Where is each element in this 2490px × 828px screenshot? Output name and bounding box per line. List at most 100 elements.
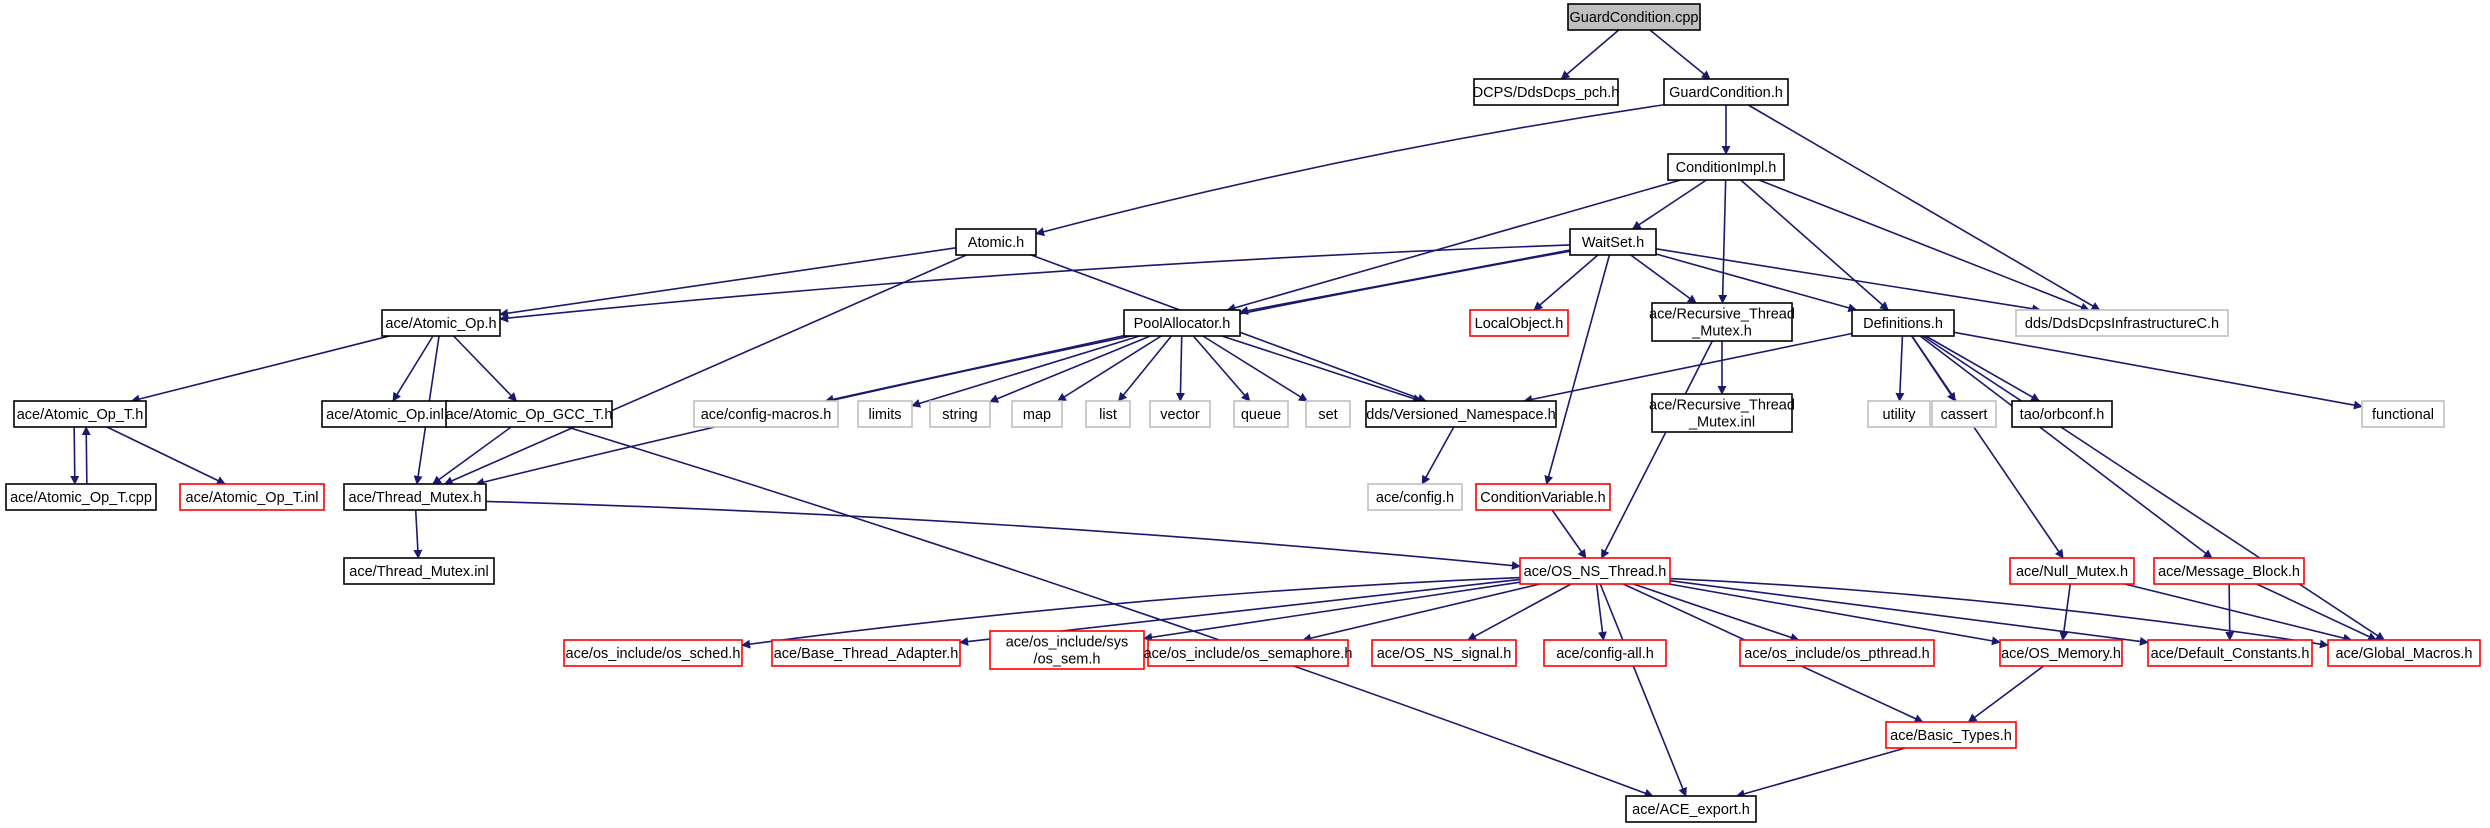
node-vector: vector — [1149, 400, 1211, 428]
node-box — [929, 400, 991, 428]
node-box — [1147, 639, 1349, 667]
node-label: ace/OS_NS_signal.h — [1377, 646, 1512, 662]
node-osnsthread[interactable]: ace/OS_NS_Thread.h — [1519, 557, 1671, 585]
node-guardh[interactable]: GuardCondition.h — [1663, 78, 1789, 106]
node-box — [2327, 639, 2481, 667]
node-box — [1469, 309, 1569, 337]
node-nullmutex[interactable]: ace/Null_Mutex.h — [2009, 557, 2135, 585]
edge-defs-to-orbconf — [1925, 335, 2041, 402]
node-root[interactable]: GuardCondition.cpp — [1567, 3, 1701, 31]
node-localobj[interactable]: LocalObject.h — [1469, 309, 1569, 337]
node-label: ace/os_include/os_pthread.h — [1744, 646, 1929, 662]
node-label: dds/DdsDcpsInfrastructureC.h — [2025, 316, 2219, 332]
node-ossemaphore[interactable]: ace/os_include/os_semaphore.h — [1144, 639, 1353, 667]
node-ossched[interactable]: ace/os_include/os_sched.h — [563, 639, 743, 667]
node-atomicoptcpp[interactable]: ace/Atomic_Op_T.cpp — [5, 483, 157, 511]
node-label: ace/Atomic_Op_T.cpp — [10, 490, 152, 506]
node-configall[interactable]: ace/config-all.h — [1543, 639, 1667, 667]
edge-msgblock-to-globalmacros — [2256, 583, 2378, 641]
node-box — [445, 400, 613, 428]
node-label: ace/config-macros.h — [701, 407, 832, 423]
edge-osnsthread-to-ossched — [741, 576, 1521, 649]
edge-defs-to-functional — [1953, 331, 2363, 410]
node-box — [1473, 78, 1619, 106]
node-queue: queue — [1233, 400, 1289, 428]
node-label: LocalObject.h — [1475, 316, 1564, 332]
node-defconst[interactable]: ace/Default_Constants.h — [2147, 639, 2313, 667]
node-basictypes[interactable]: ace/Basic_Types.h — [1885, 721, 2017, 749]
node-label: GuardCondition.cpp — [1570, 10, 1699, 26]
edge-osnsthread-to-ossem — [1143, 581, 1521, 642]
edge-versioned-to-aceconfig — [1421, 426, 1455, 485]
node-box — [1233, 400, 1289, 428]
node-box — [693, 400, 839, 428]
node-recmutex[interactable]: ace/Recursive_Thread_Mutex.h — [1649, 302, 1795, 342]
node-osmemory[interactable]: ace/OS_Memory.h — [1999, 639, 2123, 667]
edge-poolalloc-to-set — [1202, 335, 1308, 402]
node-atomicoptinl[interactable]: ace/Atomic_Op_T.inl — [179, 483, 325, 511]
node-label: ace/Atomic_Op_GCC_T.h — [446, 407, 613, 423]
node-label: ace/Atomic_Op_T.inl — [186, 490, 319, 506]
node-globalmacros[interactable]: ace/Global_Macros.h — [2327, 639, 2481, 667]
node-pch[interactable]: DCPS/DdsDcps_pch.h — [1473, 78, 1620, 106]
node-label: ace/Thread_Mutex.h — [349, 490, 482, 506]
edge-condimpl-to-infra — [1758, 179, 2090, 312]
node-label: dds/Versioned_Namespace.h — [1366, 407, 1555, 423]
node-basethread[interactable]: ace/Base_Thread_Adapter.h — [771, 639, 961, 667]
edge-atomicoptcpp-to-atomicopt — [81, 426, 91, 485]
node-box — [1367, 483, 1463, 511]
node-infra: dds/DdsDcpsInfrastructureC.h — [2015, 309, 2229, 337]
node-box — [1543, 639, 1667, 667]
edge-osmemory-to-basictypes — [1967, 665, 2045, 723]
node-condvar[interactable]: ConditionVariable.h — [1475, 483, 1611, 511]
node-osnssignal[interactable]: ace/OS_NS_signal.h — [1371, 639, 1517, 667]
node-box — [1851, 309, 1955, 337]
node-atomicop[interactable]: ace/Atomic_Op.h — [381, 309, 501, 337]
node-label: ace/OS_Memory.h — [2001, 646, 2121, 662]
node-defs[interactable]: Definitions.h — [1851, 309, 1955, 337]
node-label: ace/config-all.h — [1556, 646, 1654, 662]
node-msgblock[interactable]: ace/Message_Block.h — [2153, 557, 2305, 585]
edge-defs-to-msgblock — [1919, 335, 2213, 559]
node-poolalloc[interactable]: PoolAllocator.h — [1123, 309, 1241, 337]
node-label: cassert — [1941, 407, 1988, 423]
node-limits: limits — [857, 400, 913, 428]
node-box — [1651, 393, 1793, 433]
node-box — [1651, 302, 1793, 342]
node-waitset[interactable]: WaitSet.h — [1569, 228, 1657, 256]
node-threadmutex[interactable]: ace/Thread_Mutex.h — [343, 483, 487, 511]
edge-defs-to-versioned — [1523, 332, 1853, 404]
edge-condimpl-to-recmutex — [1718, 179, 1728, 304]
node-orbconf[interactable]: tao/orbconf.h — [2011, 400, 2113, 428]
edge-atomicopt-to-atomicoptinl — [106, 426, 226, 485]
node-atomicopt[interactable]: ace/Atomic_Op_T.h — [13, 400, 147, 428]
node-label: ace/Message_Block.h — [2158, 564, 2300, 580]
node-label: limits — [868, 407, 901, 423]
node-label: ace/Global_Macros.h — [2335, 646, 2472, 662]
node-box — [343, 557, 495, 585]
node-label: set — [1318, 407, 1337, 423]
node-ossem[interactable]: ace/os_include/sys/os_sem.h — [989, 630, 1145, 670]
node-box — [1739, 639, 1935, 667]
edge-poolalloc-to-list — [1117, 335, 1173, 402]
edge-root-to-guardh — [1649, 29, 1711, 80]
node-box — [2011, 400, 2113, 428]
node-atomic[interactable]: Atomic.h — [955, 228, 1037, 256]
node-ospthread[interactable]: ace/os_include/os_pthread.h — [1739, 639, 1935, 667]
node-box — [771, 639, 961, 667]
node-atomicopinl[interactable]: ace/Atomic_Op.inl — [321, 400, 449, 428]
edge-atomicop-to-atomicopt — [130, 335, 390, 404]
node-versioned[interactable]: dds/Versioned_Namespace.h — [1365, 400, 1557, 428]
node-condimpl[interactable]: ConditionImpl.h — [1667, 153, 1785, 181]
edge-poolalloc-to-string — [989, 335, 1151, 403]
node-threadmutexinl[interactable]: ace/Thread_Mutex.inl — [343, 557, 495, 585]
node-aceexport[interactable]: ace/ACE_export.h — [1625, 795, 1757, 823]
node-label: string — [942, 407, 977, 423]
edge-osnsthread-to-osnssignal — [1467, 583, 1572, 641]
node-box — [1569, 228, 1657, 256]
node-label: WaitSet.h — [1582, 235, 1644, 251]
node-atomicopgcc[interactable]: ace/Atomic_Op_GCC_T.h — [445, 400, 613, 428]
node-label: tao/orbconf.h — [2020, 407, 2105, 423]
node-recmutexinl[interactable]: ace/Recursive_Thread_Mutex.inl — [1649, 393, 1795, 433]
